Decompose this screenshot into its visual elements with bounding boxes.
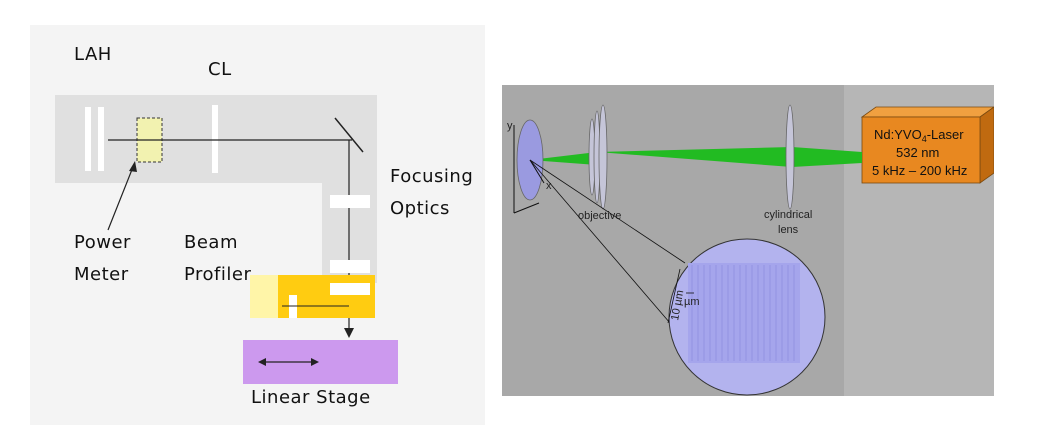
zoom-line-2 bbox=[529, 159, 671, 324]
setup-schematic-svg bbox=[55, 95, 398, 384]
laser-wavelength: 532 nm bbox=[896, 145, 939, 160]
focusing-optic-1 bbox=[330, 195, 370, 208]
beam-arrowhead bbox=[344, 328, 354, 338]
label-optics: Optics bbox=[390, 198, 450, 219]
laser-rate: 5 kHz – 200 kHz bbox=[872, 163, 967, 178]
label-power: Power bbox=[74, 232, 131, 253]
label-focusing: Focusing bbox=[390, 166, 474, 187]
scale-bar bbox=[667, 268, 681, 324]
cylindrical-label-1: cylindrical bbox=[764, 209, 812, 221]
cylindrical-label-2: lens bbox=[778, 224, 799, 236]
stage-arrowhead-left bbox=[258, 358, 266, 366]
laser-box-side bbox=[979, 106, 994, 184]
label-profiler: Profiler bbox=[184, 264, 252, 285]
scale-label-2: µm bbox=[684, 296, 700, 308]
laser-box-top bbox=[860, 106, 994, 118]
axis-x-label: x bbox=[546, 180, 552, 192]
laser-name: Nd:YVO4-Laser bbox=[874, 127, 964, 144]
optics-rendering: Nd:YVO4-Laser 532 nm 5 kHz – 200 kHz y x… bbox=[502, 85, 994, 396]
objective-label: objective bbox=[578, 210, 621, 222]
laser-box bbox=[861, 116, 981, 184]
line-pattern bbox=[688, 263, 800, 363]
scale-label-1: 10 µm bbox=[669, 289, 686, 321]
lah-plate-1 bbox=[85, 107, 91, 171]
optics-rendering-svg: Nd:YVO4-Laser 532 nm 5 kHz – 200 kHz y x… bbox=[502, 85, 994, 396]
zoom-line-1 bbox=[529, 159, 686, 264]
setup-schematic: LAH CL Focusing Optics Power Meter Beam … bbox=[30, 25, 485, 425]
axis-z-line bbox=[513, 202, 540, 214]
label-linear-stage: Linear Stage bbox=[251, 387, 371, 408]
green-beam-main bbox=[597, 147, 862, 167]
focusing-optic-2 bbox=[330, 260, 370, 273]
label-beam: Beam bbox=[184, 232, 238, 253]
label-lah: LAH bbox=[74, 44, 112, 65]
lah-plate-2 bbox=[98, 107, 104, 171]
axis-x-line bbox=[529, 159, 545, 184]
cylindrical-lens bbox=[785, 104, 795, 210]
axis-y-label: y bbox=[507, 120, 513, 132]
label-meter: Meter bbox=[74, 264, 129, 285]
stage-arrowhead-right bbox=[311, 358, 319, 366]
cl-plate bbox=[212, 105, 218, 173]
label-cl: CL bbox=[208, 59, 232, 80]
beam-profiler-notch bbox=[330, 283, 370, 295]
mirror bbox=[334, 117, 364, 153]
green-beam-focus bbox=[530, 152, 597, 165]
objective-lens-3 bbox=[598, 104, 608, 210]
scan-lines bbox=[691, 265, 795, 361]
power-meter-pointer-head bbox=[129, 161, 137, 172]
power-meter-pointer bbox=[107, 166, 134, 231]
beam-profiler-light bbox=[250, 275, 278, 318]
